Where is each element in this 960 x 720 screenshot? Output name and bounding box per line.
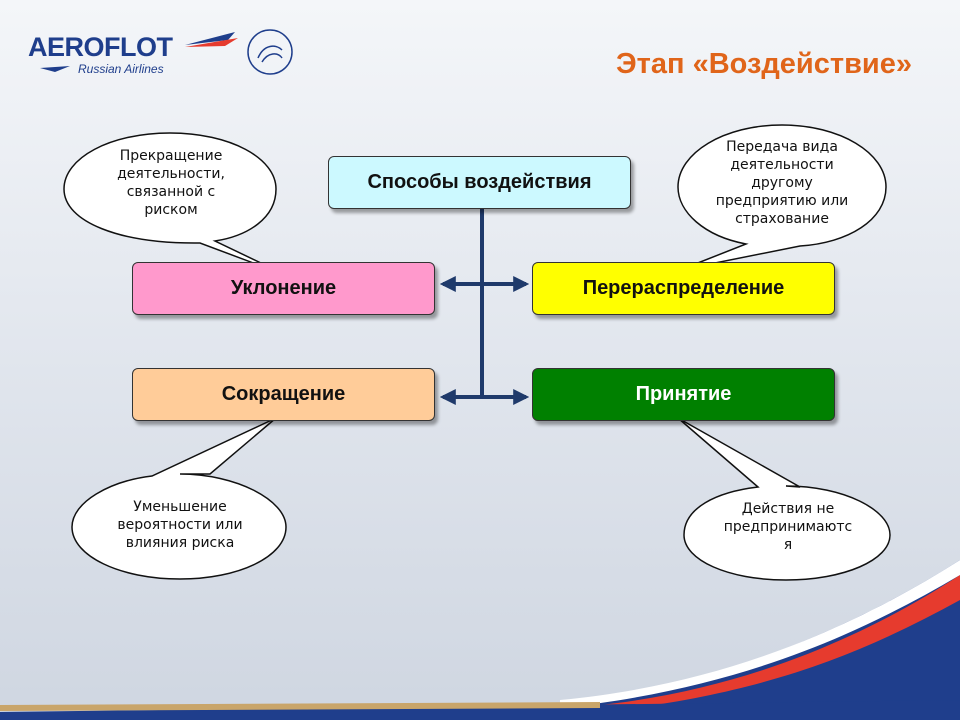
node-avoid: Уклонение (132, 262, 435, 315)
brand-subtitle: Russian Airlines (78, 62, 164, 76)
node-accept-label: Принятие (635, 383, 732, 405)
brand-name: AEROFLOT (28, 32, 173, 62)
node-redistribute: Перераспределение (532, 262, 835, 315)
node-root: Способы воздействия (328, 156, 631, 209)
flag-swoosh-decoration (0, 560, 960, 720)
logo-wing-icon (40, 32, 238, 72)
node-reduce-label: Сокращение (221, 383, 346, 405)
bubble-reduce-shape (71, 417, 287, 580)
node-accept: Принятие (532, 368, 835, 421)
bubble-accept-shape (677, 417, 891, 581)
node-avoid-label: Уклонение (230, 277, 337, 299)
node-root-label: Способы воздействия (367, 171, 592, 193)
aeroflot-logo: AEROFLOT Russian Airlines (28, 30, 298, 90)
bubble-accept-text: Действия не предпринимаютс я (723, 501, 853, 553)
connector-lines (439, 208, 530, 405)
bubble-redistribute-shape (677, 124, 887, 271)
bubble-reduce-text: Уменьшение вероятности или влияния риска (117, 499, 243, 551)
bubble-redistribute-text: Передача вида деятельности другому предп… (715, 139, 849, 227)
node-reduce: Сокращение (132, 368, 435, 421)
skyteam-emblem (247, 29, 293, 75)
bubble-avoid-shape (63, 132, 289, 277)
bubble-avoid-text: Прекращение деятельности, связанной с ри… (117, 148, 225, 218)
page-title: Этап «Воздействие» (616, 48, 912, 80)
node-redistribute-label: Перераспределение (582, 277, 785, 299)
